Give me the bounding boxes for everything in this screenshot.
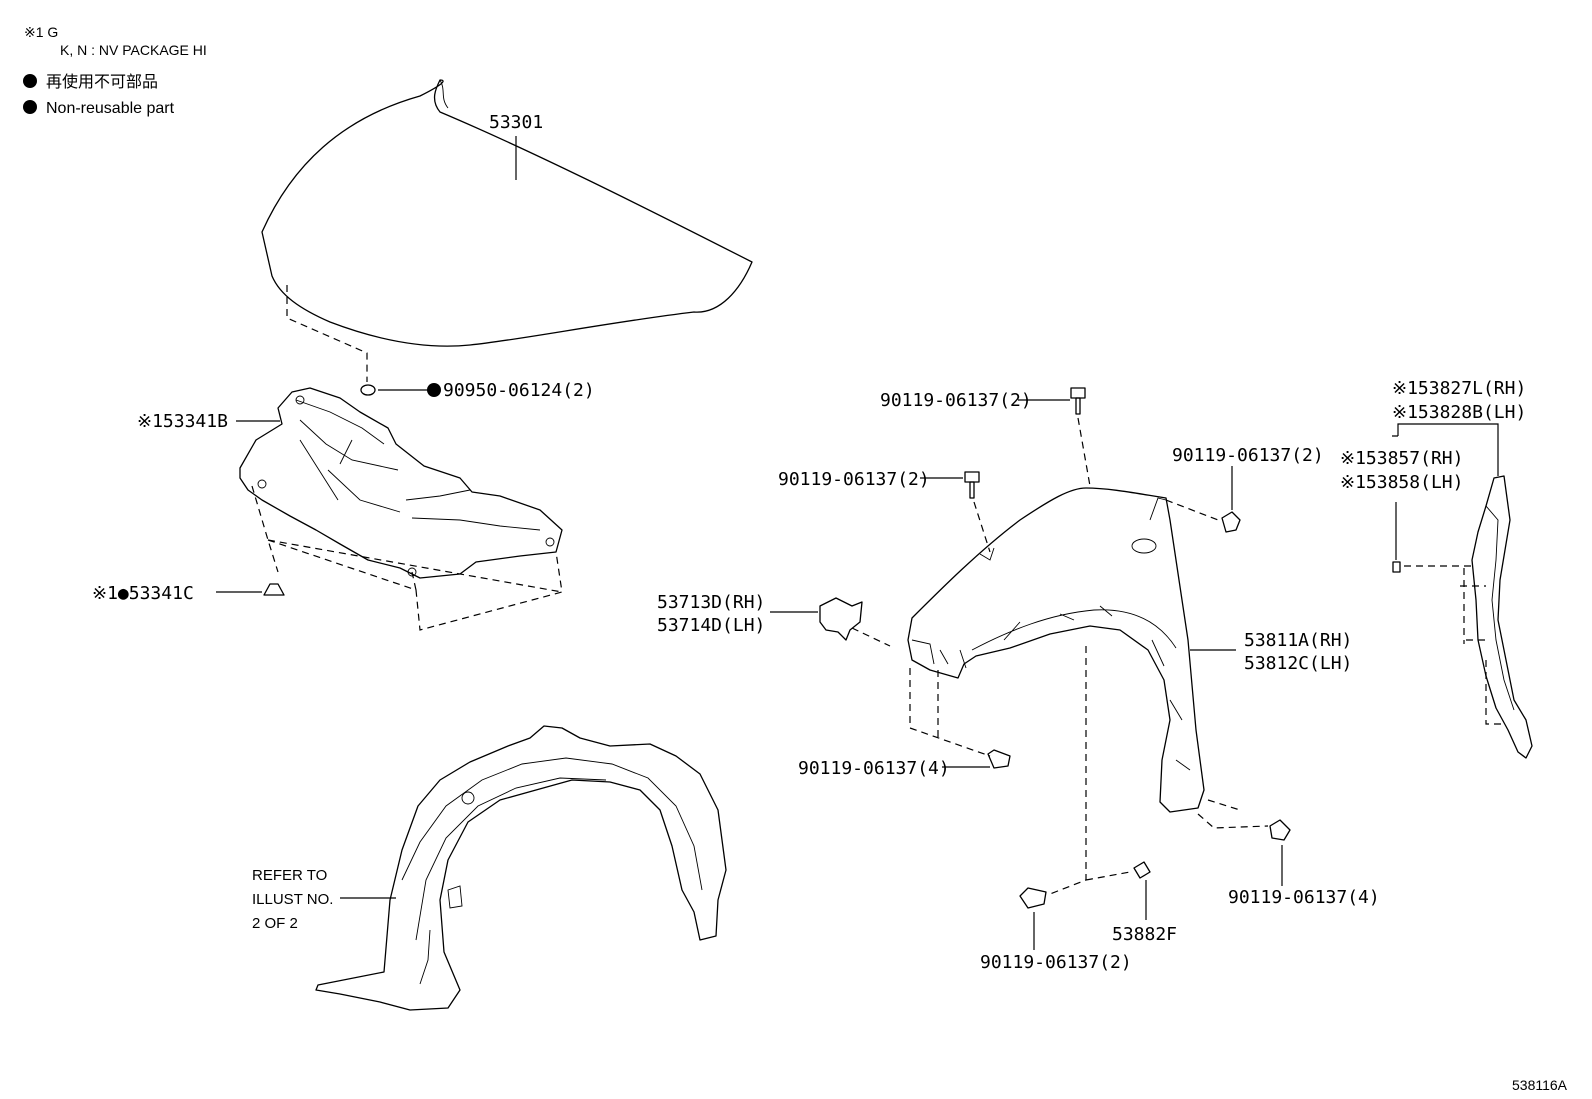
fender-bottom-bolt: 90119-06137(4): [1228, 819, 1380, 908]
hood-dashed-guide: [286, 285, 368, 382]
label-fender-rh: 53811A(RH): [1244, 630, 1352, 651]
refer-note-line2: ILLUST NO.: [252, 891, 333, 908]
label-fender-lh: 53812C(LH): [1244, 653, 1352, 674]
legend-note-mark: ※1 G: [24, 24, 58, 40]
label-bracket-bolt: 90119-06137(4): [798, 758, 950, 779]
legend-note-text: K, N : NV PACKAGE HI: [60, 42, 207, 58]
nonreusable-dot-icon: [23, 100, 37, 114]
side-seal-dashed-guide: [1404, 565, 1504, 725]
label-hood-insulator: ※153341B: [137, 411, 228, 432]
fender-bracket: 53713D(RH) 53714D(LH): [657, 592, 863, 641]
fender-side-seals: ※153827L(RH) ※153828B(LH) ※153857(RH) ※1…: [1340, 378, 1533, 759]
legend: ※1 G K, N : NV PACKAGE HI 再使用不可部品 Non-re…: [23, 24, 207, 117]
bracket-dashed-guide: [851, 627, 891, 647]
label-hood: 53301: [489, 112, 543, 133]
right-bolt-dashed-guide: [1165, 499, 1219, 521]
label-fender-lower-bolt: 90119-06137(2): [980, 952, 1132, 973]
front-fender: 53811A(RH) 53812C(LH): [907, 487, 1352, 813]
hood-insulator: ※153341B: [137, 387, 563, 579]
bracket-bolt: 90119-06137(4): [798, 749, 1011, 779]
lower-bolt-dashed-guide: [1049, 646, 1131, 895]
refer-note-line1: REFER TO: [252, 867, 327, 884]
label-bracket-lh: 53714D(LH): [657, 615, 765, 636]
label-fender-right-bolt: 90119-06137(2): [1172, 445, 1324, 466]
label-fender-top-bolt: 90119-06137(2): [880, 390, 1032, 411]
label-fender-left-bolt: 90119-06137(2): [778, 469, 930, 490]
label-bracket-rh: 53713D(RH): [657, 592, 765, 613]
fender-right-bolt: 90119-06137(2): [1172, 445, 1324, 533]
label-fender-bottom-bolt: 90119-06137(4): [1228, 887, 1380, 908]
label-seal-top-lh: ※153828B(LH): [1392, 402, 1526, 423]
bottom-bolt-dashed-guide: [1197, 799, 1269, 829]
nonreusable-dot-icon: [23, 74, 37, 88]
left-bolt-dashed-guide: [973, 501, 991, 553]
top-bolt-dashed-guide: [1077, 417, 1091, 487]
label-hood-grommet: 90950-06124(2): [443, 380, 595, 401]
label-fender-seal: 53882F: [1112, 924, 1177, 945]
insulator-clip: ※1●53341C: [92, 583, 285, 604]
label-insulator-clip: ※1●53341C: [92, 583, 194, 604]
refer-note-line3: 2 OF 2: [252, 915, 298, 932]
bracket-bolt-dashed-guide: [909, 668, 991, 757]
hood-panel: 53301: [261, 79, 753, 347]
label-seal-top-rh: ※153827L(RH): [1392, 378, 1526, 399]
insulator-dashed-guide: [251, 485, 563, 631]
fender-left-bolt: 90119-06137(2): [778, 469, 980, 499]
legend-nonreusable-jp: 再使用不可部品: [46, 73, 158, 91]
fender-lower-bolt: 90119-06137(2): [980, 887, 1132, 973]
legend-nonreusable-en: Non-reusable part: [46, 100, 175, 117]
hood-grommet: 90950-06124(2): [360, 380, 595, 401]
label-seal-side-lh: ※153858(LH): [1340, 472, 1463, 493]
fender-liner: REFER TO ILLUST NO. 2 OF 2: [252, 725, 727, 1011]
fender-top-bolt: 90119-06137(2): [880, 387, 1086, 415]
nonreusable-dot-icon: [427, 383, 441, 397]
illustration-id: 538116A: [1512, 1077, 1568, 1093]
label-seal-side-rh: ※153857(RH): [1340, 448, 1463, 469]
fender-seal: 53882F: [1112, 861, 1177, 945]
